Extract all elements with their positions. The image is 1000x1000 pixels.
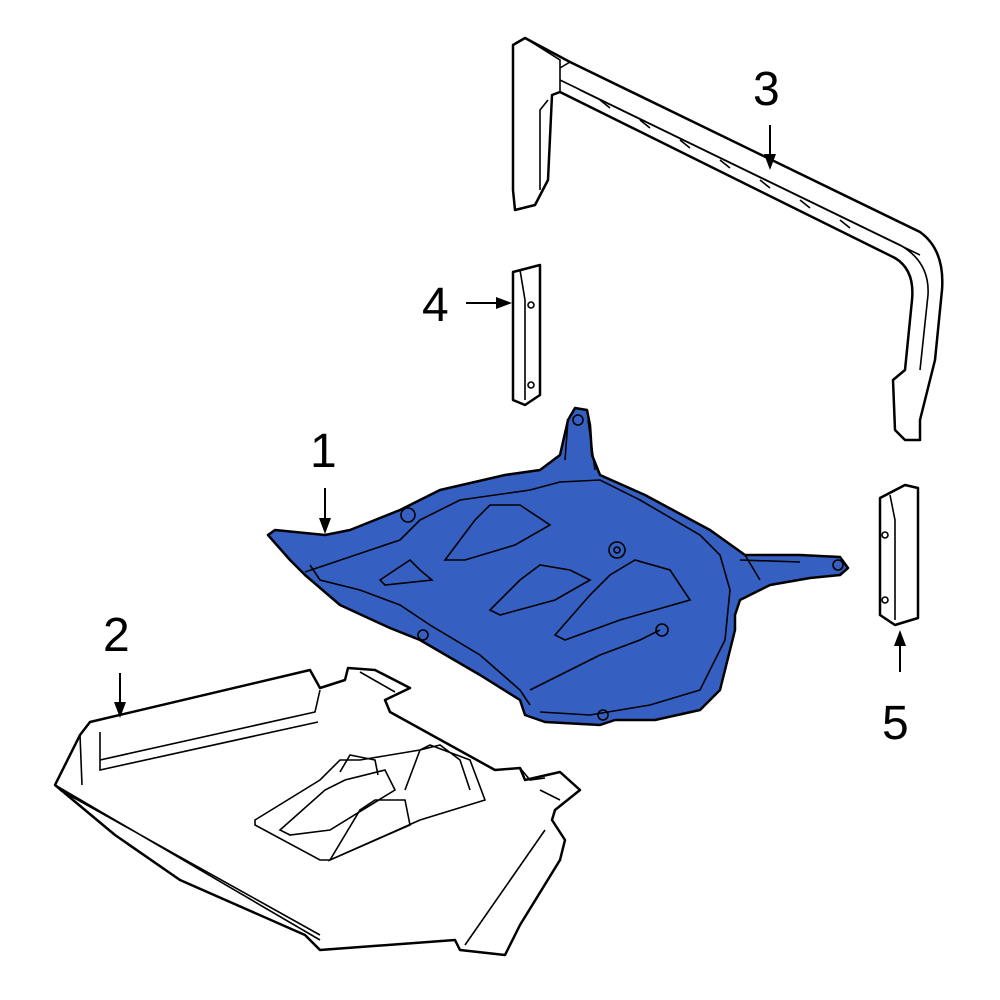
part-3-support-bracket[interactable]	[511, 36, 944, 442]
callout-5: 5	[882, 697, 909, 750]
callout-2: 2	[103, 609, 130, 662]
callout-arrows	[114, 125, 906, 718]
callout-4: 4	[422, 279, 449, 332]
callout-1: 1	[310, 425, 337, 478]
part-5-bracket[interactable]	[878, 483, 920, 627]
part-1-splash-shield[interactable]	[266, 406, 850, 727]
callout-3: 3	[753, 63, 780, 116]
part-2-lower-shield[interactable]	[53, 666, 582, 957]
part-4-bracket[interactable]	[511, 263, 542, 407]
